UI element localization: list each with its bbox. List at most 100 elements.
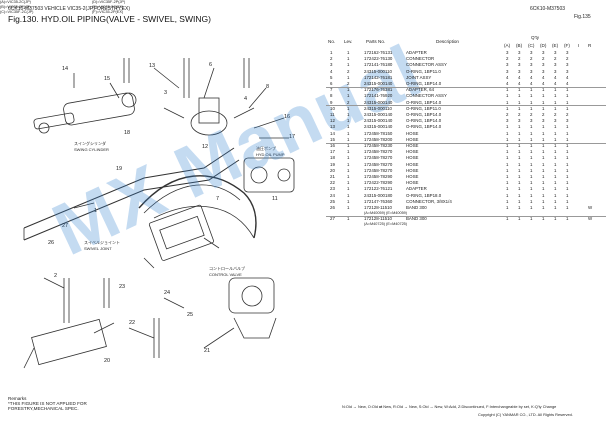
cell-qty-c: 1 [530, 198, 533, 204]
swivel-joint-top-drawing [163, 97, 255, 136]
cell-qty-b: 1 [518, 174, 521, 179]
cell-qty-a: 1 [506, 192, 509, 198]
callout[interactable]: 4 [244, 96, 248, 102]
cell-qty-c: 1 [530, 99, 533, 105]
callout[interactable]: 25 [187, 312, 194, 318]
callout[interactable]: 17 [289, 134, 296, 140]
cell-qty-a: 1 [506, 99, 509, 105]
cell-qty-d: 1 [542, 130, 545, 136]
callout[interactable]: 6 [209, 62, 213, 68]
cell-qty-a: 1 [506, 136, 509, 142]
callout[interactable]: 21 [204, 348, 211, 354]
cell-qty-f: 1 [566, 186, 569, 192]
cell-qty-f: 4 [566, 81, 569, 86]
callout[interactable]: 24 [164, 290, 171, 296]
cell-lev: 1 [347, 205, 350, 210]
cell-qty-e: 1 [554, 198, 557, 204]
cell-no: 19 [330, 161, 335, 167]
cell-qty-f: 1 [566, 180, 569, 186]
callout[interactable]: 14 [62, 66, 69, 72]
col-b: (B) [516, 43, 523, 48]
variant-b: (B)=VIC35-2P(JP) [0, 5, 31, 9]
change-code-legend: N:Old → New, O:Old ⇄ New, R:Old → New, S… [342, 404, 557, 409]
cell-qty-e: 1 [554, 136, 557, 142]
callout[interactable]: 12 [202, 144, 209, 150]
callout[interactable]: 19 [116, 166, 123, 172]
callout[interactable]: 2 [54, 273, 58, 279]
callout[interactable]: 16 [284, 114, 291, 120]
col-c: (C) [528, 43, 535, 48]
hyd-pump-label: HYD.OIL PUMP [256, 152, 285, 157]
cell-part-number: 172128-11510 [364, 205, 392, 210]
cell-lev: 1 [347, 161, 350, 167]
cell-qty-b: 4 [518, 74, 521, 80]
header-doc-id-right: 6CK10-M37503 [530, 6, 566, 12]
cell-qty-f: 1 [566, 136, 569, 142]
callout[interactable]: 11 [272, 196, 278, 202]
cell-qty-a: 1 [506, 149, 509, 155]
cell-qty-e: 2 [554, 112, 557, 117]
cell-lev: 1 [347, 130, 350, 136]
cell-qty-d: 3 [542, 68, 545, 74]
cell-qty-a: 1 [506, 167, 509, 173]
cell-part-number: 172128-11510 [364, 216, 392, 222]
callout[interactable]: 20 [104, 358, 111, 364]
callout[interactable]: 26 [48, 240, 55, 246]
hyd-pump-label-jp: 油圧ポンプ [256, 146, 276, 151]
callout[interactable]: 18 [124, 130, 131, 136]
cell-lev: 1 [347, 192, 350, 198]
cell-lev: 1 [347, 93, 350, 99]
cell-qty-c: 2 [530, 112, 533, 117]
callout[interactable]: 7 [216, 196, 220, 202]
callout[interactable]: 1 [94, 208, 98, 214]
cell-qty-c: 1 [530, 136, 533, 142]
callout[interactable]: 15 [104, 76, 111, 82]
cell-qty-a: 1 [506, 143, 509, 148]
cell-lev: 1 [347, 136, 350, 142]
callout[interactable]: 13 [149, 63, 156, 69]
callout[interactable]: 27 [62, 223, 69, 229]
col-qty: Q'ty [531, 35, 540, 40]
cell-qty-d: 1 [542, 105, 545, 111]
callout[interactable]: 23 [119, 284, 126, 290]
cell-part-number: 24315-000140 [364, 124, 393, 130]
callout[interactable]: 22 [129, 320, 136, 326]
cell-part-number: 172458-78270 [364, 167, 393, 173]
cell-qty-f: 1 [566, 149, 569, 155]
cell-description: HOSE [406, 155, 419, 161]
cell-interchange-code: W [588, 216, 593, 222]
serial-note: (A=M40725) (E=M40725) [326, 221, 606, 227]
callout[interactable]: 8 [266, 84, 270, 90]
callout[interactable]: 3 [164, 90, 168, 96]
copyright: Copyright (C) YANMAR CO., LTD. All Right… [478, 412, 573, 417]
cell-qty-d: 1 [542, 198, 545, 204]
cell-lev: 1 [347, 74, 350, 80]
